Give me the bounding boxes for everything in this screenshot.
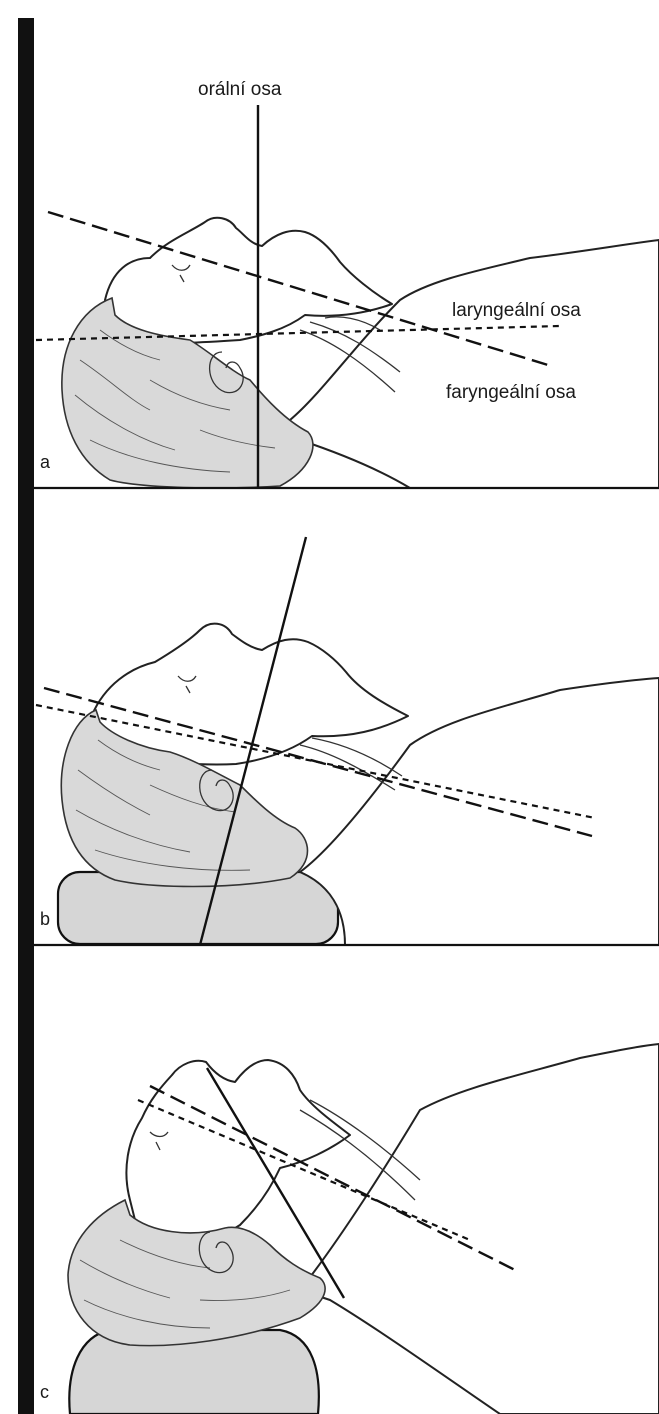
panel-b: b xyxy=(36,537,659,945)
panel-a-face xyxy=(105,218,392,344)
panel-c-letter: c xyxy=(40,1382,49,1402)
panel-a-letter: a xyxy=(40,452,51,472)
panel-a: orální osa laryngeální osa faryngeální o… xyxy=(36,79,659,488)
panel-c: c xyxy=(40,1044,659,1414)
panel-c-face xyxy=(126,1060,350,1245)
panel-b-letter: b xyxy=(40,909,50,929)
left-border-bar xyxy=(18,18,34,1414)
pharyngeal-axis-label: faryngeální osa xyxy=(446,382,576,403)
oral-axis-label: orální osa xyxy=(198,79,282,100)
panel-c-body xyxy=(300,1044,659,1414)
laryngeal-axis-label: laryngeální osa xyxy=(452,300,581,321)
